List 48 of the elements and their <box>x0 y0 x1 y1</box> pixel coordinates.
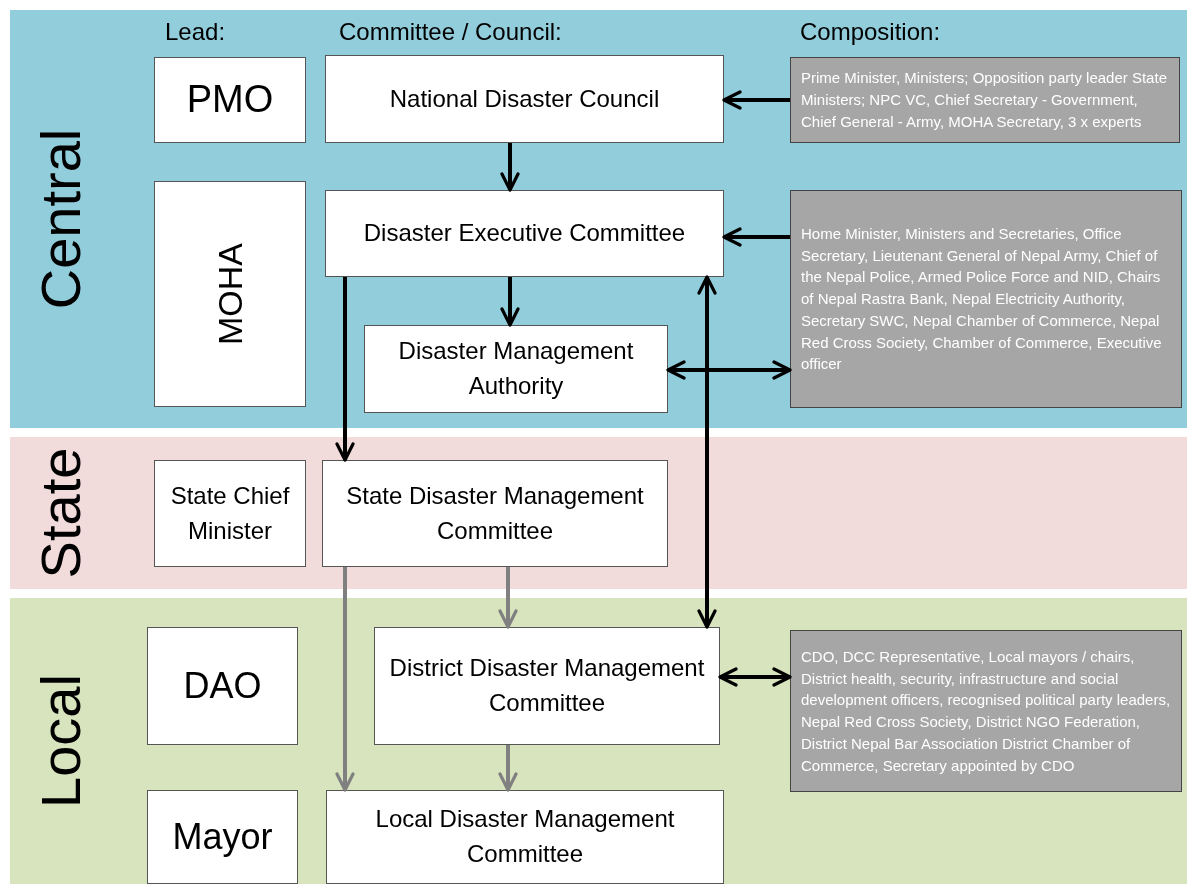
committee-box <box>326 790 724 884</box>
tier-band <box>10 10 1187 428</box>
committee-box <box>325 190 724 277</box>
tier-title: Local <box>27 674 93 808</box>
lead-box <box>147 790 298 884</box>
lead-box <box>147 627 298 745</box>
arrow <box>722 227 790 247</box>
member-list: Home Minister, Ministers and Secretaries, Office Secretary, Lieutenant General of Nepal Army, Chief of the Nepal Police, Armed Police Force and NID, Chairs of Nepal Rastra Bank, Nepal Electricity Authority, Secretary SWC, Nepal Chamber of Commerce, Nepal Red Cross Society, Chamber of Commerce, Executive officer <box>801 222 1171 376</box>
committee-box <box>322 460 668 567</box>
tier-band <box>10 437 1187 589</box>
lead-name: PMO <box>186 77 274 123</box>
column-heading: Composition: <box>800 18 941 46</box>
lead-box <box>154 460 306 567</box>
member-list: Prime Minister, Ministers; Opposition party leader State Ministers; NPC VC, Chief Secretary - Government, Chief General - Army, MOHA Secretary, 3 x experts <box>801 67 1169 133</box>
lead-box <box>154 57 306 143</box>
arrow <box>500 143 520 192</box>
committee-name: Disaster Executive Committee <box>363 218 686 249</box>
column-heading: Lead: <box>165 18 226 46</box>
tier-band <box>10 598 1187 884</box>
lead-name: MOHA <box>210 243 250 345</box>
arrow <box>722 90 790 110</box>
member-list: CDO, DCC Representative, Local mayors / chairs, District health, security, infrastructure and social development officers, recognised political party leaders, Nepal Red Cross Society, District NGO Federation, District Nepal Bar Association District Chamber of Commerce, Secretary appointed by CDO <box>801 645 1171 777</box>
lead-box <box>154 181 306 407</box>
committee-name: Disaster Management Authority <box>397 336 635 401</box>
committee-name: State Disaster Management Committee <box>345 480 645 546</box>
composition-box <box>790 630 1182 792</box>
double-arrow <box>718 667 792 687</box>
committee-name: National Disaster Council <box>389 83 660 114</box>
committee-box <box>374 627 720 745</box>
arrow <box>500 277 520 327</box>
arrow <box>498 567 518 629</box>
double-arrow <box>666 360 792 380</box>
lead-name: State Chief Minister <box>169 480 291 546</box>
arrow <box>335 277 355 462</box>
arrow <box>498 745 518 792</box>
committee-box <box>364 325 668 413</box>
composition-box <box>790 190 1182 408</box>
lead-name: DAO <box>183 663 262 708</box>
committee-name: Local Disaster Management Committee <box>374 804 676 869</box>
committee-box <box>325 55 724 143</box>
lead-name: Mayor <box>172 814 273 859</box>
tier-title: State <box>27 447 93 579</box>
tier-title: Central <box>27 128 93 310</box>
composition-box <box>790 57 1180 143</box>
arrow <box>335 567 355 792</box>
committee-name: District Disaster Management Committee <box>388 653 706 718</box>
column-heading: Committee / Council: <box>339 18 562 46</box>
double-arrow <box>697 275 717 629</box>
